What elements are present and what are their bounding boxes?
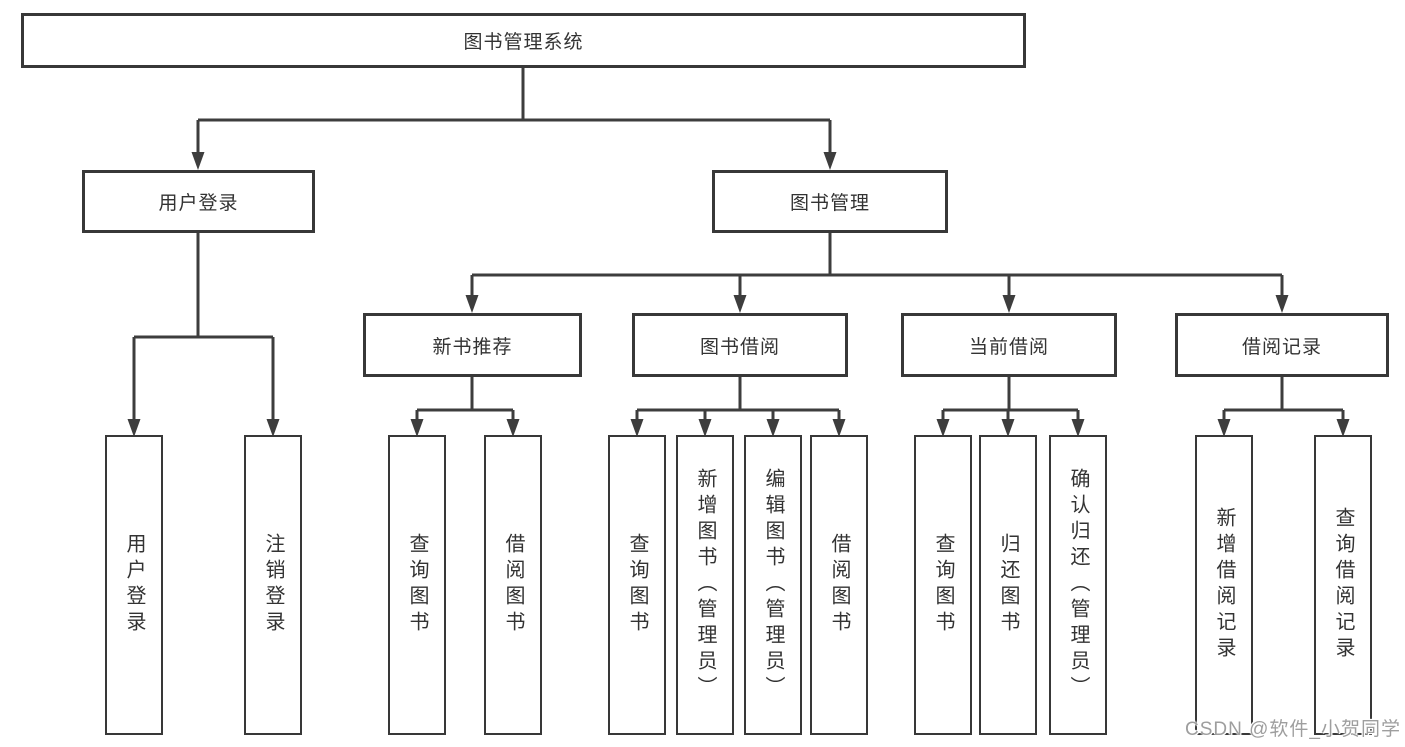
node-label: 图书借阅 (699, 336, 780, 358)
node-book-management: 图书管理 (712, 170, 948, 233)
node-borrow-books-leaf: 借阅图书 (810, 435, 868, 735)
node-label: 图书管理系统 (463, 32, 584, 53)
arrowhead-icon (266, 419, 280, 437)
node-label: 新增借阅记录 (1213, 507, 1235, 663)
node-query-books-leaf: 查询图书 (608, 435, 666, 735)
node-borrow-books-leaf: 借阅图书 (484, 435, 542, 735)
node-label: 借阅图书 (502, 533, 524, 637)
connector-root-to-level2 (196, 68, 832, 154)
node-borrowing-records: 借阅记录 (1175, 313, 1389, 377)
node-query-books-leaf: 查询图书 (914, 435, 972, 735)
node-label: 新书推荐 (432, 336, 513, 358)
arrowhead-icon (410, 419, 424, 437)
node-label: 编辑图书（管理员） (762, 468, 784, 702)
node-label: 用户登录 (123, 533, 145, 637)
node-label: 借阅记录 (1241, 336, 1322, 358)
arrowhead-icon (465, 295, 479, 313)
arrowhead-icon (1001, 419, 1015, 437)
node-query-borrowing-record-leaf: 查询借阅记录 (1314, 435, 1372, 735)
connector-book-borrowing-to-leaves (635, 377, 841, 421)
node-edit-books-admin-leaf: 编辑图书（管理员） (744, 435, 802, 735)
node-label: 查询图书 (932, 533, 954, 637)
node-label: 借阅图书 (828, 533, 850, 637)
node-add-borrowing-record-leaf: 新增借阅记录 (1195, 435, 1253, 735)
node-label: 用户登录 (158, 193, 239, 214)
connector-borrowing-records-to-leaves (1222, 377, 1345, 421)
node-new-book-recommendation: 新书推荐 (363, 313, 582, 377)
connector-book-management-to-level3 (470, 233, 1284, 297)
arrowhead-icon (766, 419, 780, 437)
connector-current-borrowing-to-leaves (941, 377, 1080, 421)
arrowhead-icon (506, 419, 520, 437)
node-book-borrowing: 图书借阅 (632, 313, 848, 377)
node-label: 注销登录 (262, 533, 284, 637)
node-query-books-leaf: 查询图书 (388, 435, 446, 735)
node-label: 查询借阅记录 (1332, 507, 1354, 663)
node-return-books-leaf: 归还图书 (979, 435, 1037, 735)
node-label: 查询图书 (626, 533, 648, 637)
arrowhead-icon (1275, 295, 1289, 313)
node-label: 确认归还（管理员） (1067, 468, 1089, 702)
connector-user-login-to-leaves (132, 233, 275, 421)
arrowhead-icon (1071, 419, 1085, 437)
node-user-login-leaf: 用户登录 (105, 435, 163, 735)
arrowhead-icon (191, 152, 205, 170)
connector-new-book-recommendation-to-leaves (415, 377, 515, 421)
arrowhead-icon (127, 419, 141, 437)
arrowhead-icon (1336, 419, 1350, 437)
arrowhead-icon (1217, 419, 1231, 437)
node-label: 查询图书 (406, 533, 428, 637)
node-user-login: 用户登录 (82, 170, 315, 233)
node-label: 当前借阅 (968, 336, 1049, 358)
arrowhead-icon (1002, 295, 1016, 313)
node-confirm-return-admin-leaf: 确认归还（管理员） (1049, 435, 1107, 735)
node-label: 图书管理 (789, 193, 870, 214)
arrowhead-icon (630, 419, 644, 437)
node-logout-leaf: 注销登录 (244, 435, 302, 735)
arrowhead-icon (733, 295, 747, 313)
node-current-borrowing: 当前借阅 (901, 313, 1117, 377)
node-library-management-system: 图书管理系统 (21, 13, 1026, 68)
node-add-books-admin-leaf: 新增图书（管理员） (676, 435, 734, 735)
arrowhead-icon (823, 152, 837, 170)
connector-lines (132, 68, 1345, 421)
arrowheads (127, 152, 1350, 437)
arrowhead-icon (698, 419, 712, 437)
node-label: 归还图书 (997, 533, 1019, 637)
node-label: 新增图书（管理员） (694, 468, 716, 702)
arrowhead-icon (832, 419, 846, 437)
csdn-watermark: CSDN @软件_小贺同学 (1185, 719, 1401, 740)
arrowhead-icon (936, 419, 950, 437)
